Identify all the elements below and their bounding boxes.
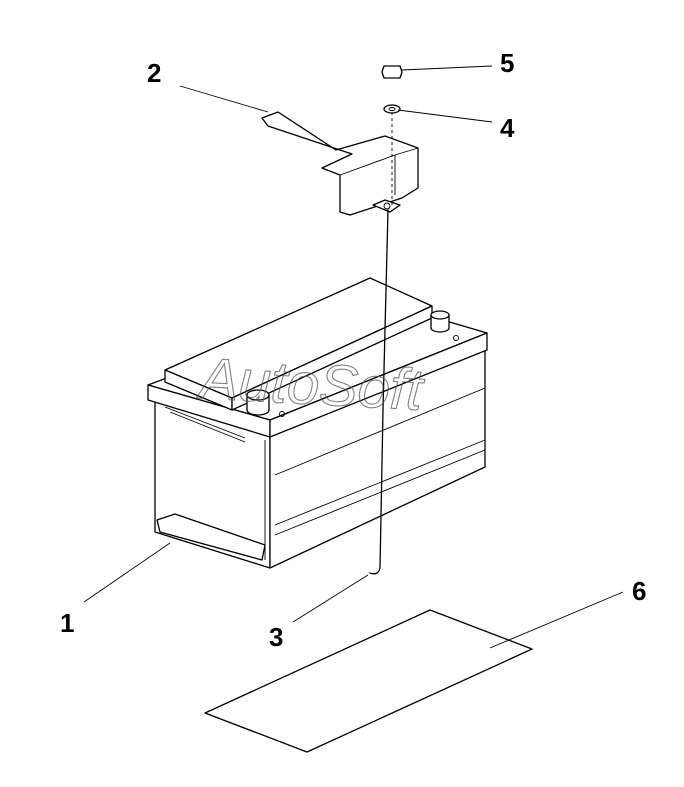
battery [147,277,488,569]
callout-3: 3 [269,622,283,652]
j-bolt-rod [369,112,393,575]
nut [381,65,403,79]
hold-down-bracket [261,111,419,216]
leader-lines [83,65,624,649]
callout-6: 6 [632,576,646,606]
washer [383,104,401,114]
battery-pad [204,609,533,753]
callout-4: 4 [500,113,515,143]
callout-5: 5 [500,48,514,78]
watermark: AutoSoft [195,346,426,423]
callout-1: 1 [60,608,74,638]
callout-2: 2 [147,58,161,88]
